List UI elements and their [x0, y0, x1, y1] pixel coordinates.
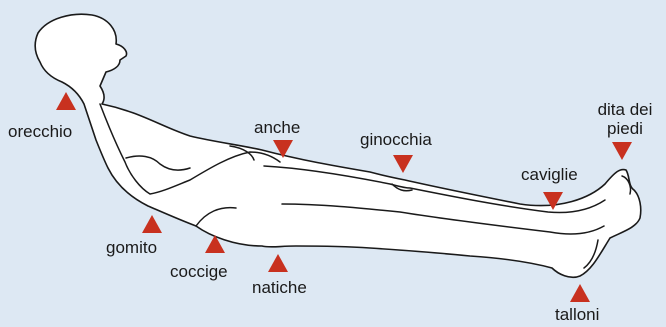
label-caviglie: caviglie: [521, 165, 578, 184]
marker-coccige: [205, 235, 225, 253]
label-ginocchia: ginocchia: [360, 130, 432, 149]
label-dita-line1: dita dei: [590, 100, 660, 119]
marker-dita-dei-piedi: [612, 142, 632, 160]
label-dita-dei-piedi: dita dei piedi: [590, 100, 660, 138]
label-gomito: gomito: [106, 238, 157, 257]
marker-caviglie: [543, 192, 563, 210]
label-natiche: natiche: [252, 278, 307, 297]
marker-talloni: [570, 284, 590, 302]
marker-natiche: [268, 254, 288, 272]
label-dita-line2: piedi: [590, 119, 660, 138]
label-talloni: talloni: [555, 305, 599, 324]
label-anche: anche: [254, 118, 300, 137]
marker-gomito: [142, 215, 162, 233]
marker-anche: [273, 140, 293, 158]
marker-ginocchia: [393, 155, 413, 173]
label-coccige: coccige: [170, 262, 228, 281]
label-orecchio: orecchio: [8, 122, 72, 141]
marker-orecchio: [56, 92, 76, 110]
